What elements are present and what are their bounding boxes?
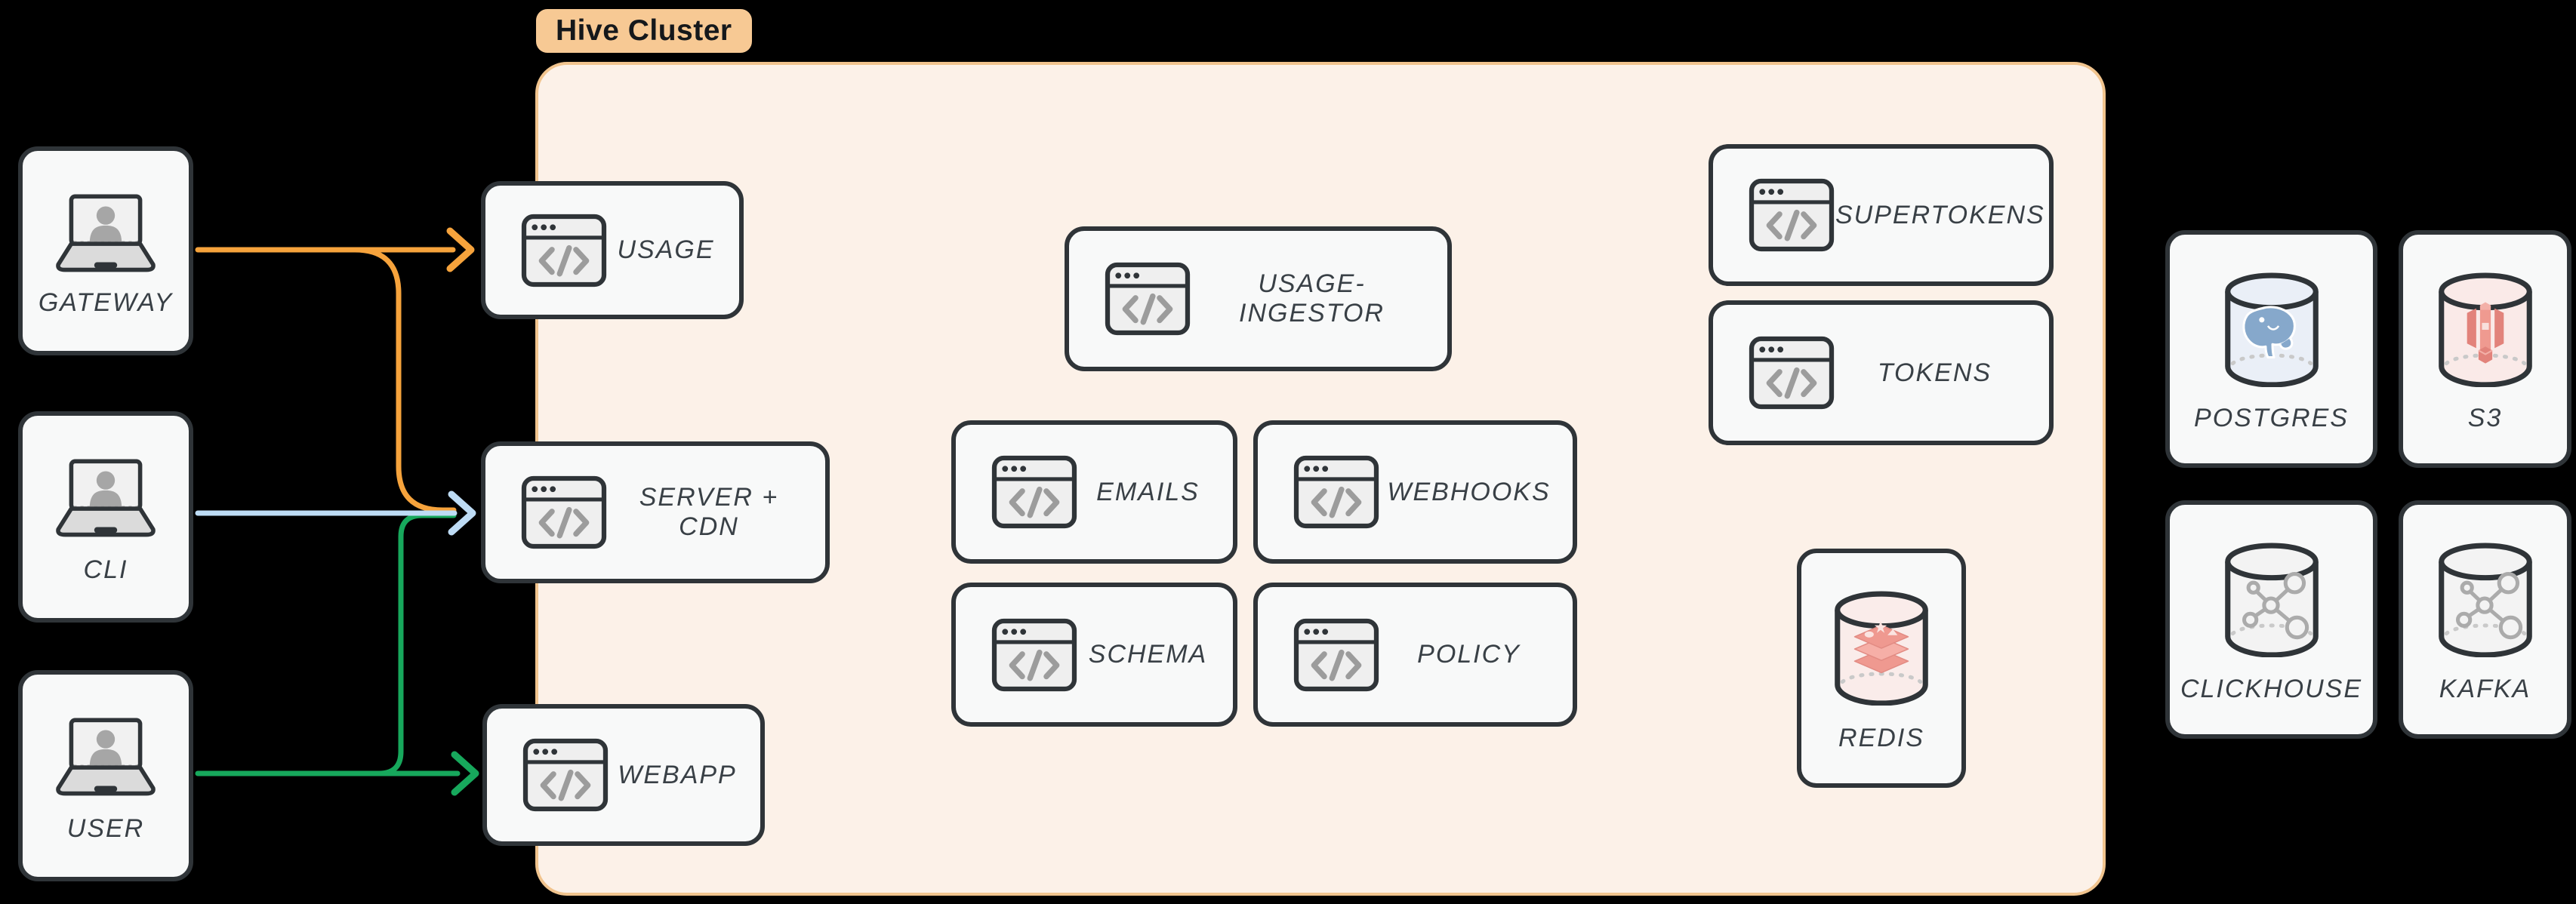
kafka-broker-icon (2436, 541, 2535, 657)
supertokens-service-node: SUPERTOKENS (1709, 144, 2054, 286)
code-window-icon (1293, 455, 1380, 529)
schema-service-node: SCHEMA (951, 583, 1237, 727)
s3-bucket-icon (2436, 271, 2535, 387)
redis-database-icon (1832, 589, 1931, 706)
edge-user-to-server-cdn (376, 512, 457, 776)
emails-service-node: EMAILS (951, 420, 1237, 564)
code-window-icon (520, 214, 608, 287)
server-cdn-service-node: SERVER + CDN (481, 441, 830, 583)
webapp-service-node: WEBAPP (482, 704, 765, 846)
arrowhead-usage (446, 227, 475, 272)
laptop-user-icon (48, 458, 163, 544)
hive-cluster-label: Hive Cluster (556, 14, 732, 47)
arrowhead-server-cdn (448, 490, 476, 536)
kafka-datastore-node: KAFKA (2399, 500, 2571, 739)
supertokens-label: SUPERTOKENS (1835, 200, 2045, 229)
code-window-icon (520, 475, 608, 549)
clickhouse-database-icon (2222, 541, 2322, 657)
cli-client-node: CLI (18, 411, 193, 623)
emails-label: EMAILS (1096, 477, 1200, 506)
tokens-service-node: TOKENS (1709, 300, 2054, 445)
laptop-user-icon (48, 193, 163, 279)
usage-service-node: USAGE (481, 181, 744, 319)
postgres-database-icon (2222, 271, 2322, 387)
code-window-icon (1748, 178, 1835, 252)
schema-label: SCHEMA (1088, 640, 1208, 669)
webapp-label: WEBAPP (618, 760, 737, 789)
webhooks-service-node: WEBHOOKS (1253, 420, 1577, 564)
edge-gateway-to-server-cdn (352, 247, 457, 513)
redis-label: REDIS (1838, 724, 1924, 752)
policy-label: POLICY (1417, 640, 1521, 669)
usage-ingestor-label: USAGE-INGESTOR (1239, 269, 1385, 327)
s3-datastore-node: S3 (2399, 230, 2571, 468)
webhooks-label: WEBHOOKS (1387, 477, 1551, 506)
arrowhead-webapp (451, 751, 479, 796)
code-window-icon (991, 455, 1078, 529)
hive-cluster-badge: Hive Cluster (536, 9, 752, 53)
code-window-icon (522, 738, 609, 812)
clickhouse-label: CLICKHOUSE (2180, 675, 2363, 703)
policy-service-node: POLICY (1253, 583, 1577, 727)
cli-label: CLI (83, 555, 128, 584)
redis-datastore-node: REDIS (1797, 549, 1966, 788)
gateway-label: GATEWAY (38, 288, 174, 317)
kafka-label: KAFKA (2439, 675, 2531, 703)
user-client-node: USER (18, 670, 193, 881)
postgres-label: POSTGRES (2194, 404, 2349, 432)
code-window-icon (1104, 262, 1191, 336)
usage-ingestor-service-node: USAGE-INGESTOR (1065, 226, 1452, 371)
server-cdn-label: SERVER + CDN (639, 483, 779, 541)
usage-label: USAGE (617, 235, 715, 264)
gateway-client-node: GATEWAY (18, 146, 193, 355)
postgres-datastore-node: POSTGRES (2165, 230, 2377, 468)
clickhouse-datastore-node: CLICKHOUSE (2165, 500, 2377, 739)
code-window-icon (1293, 618, 1380, 692)
code-window-icon (1748, 336, 1835, 410)
user-label: USER (66, 814, 145, 843)
code-window-icon (991, 618, 1078, 692)
s3-label: S3 (2467, 404, 2503, 432)
laptop-user-icon (48, 717, 163, 803)
tokens-label: TOKENS (1877, 358, 1992, 387)
